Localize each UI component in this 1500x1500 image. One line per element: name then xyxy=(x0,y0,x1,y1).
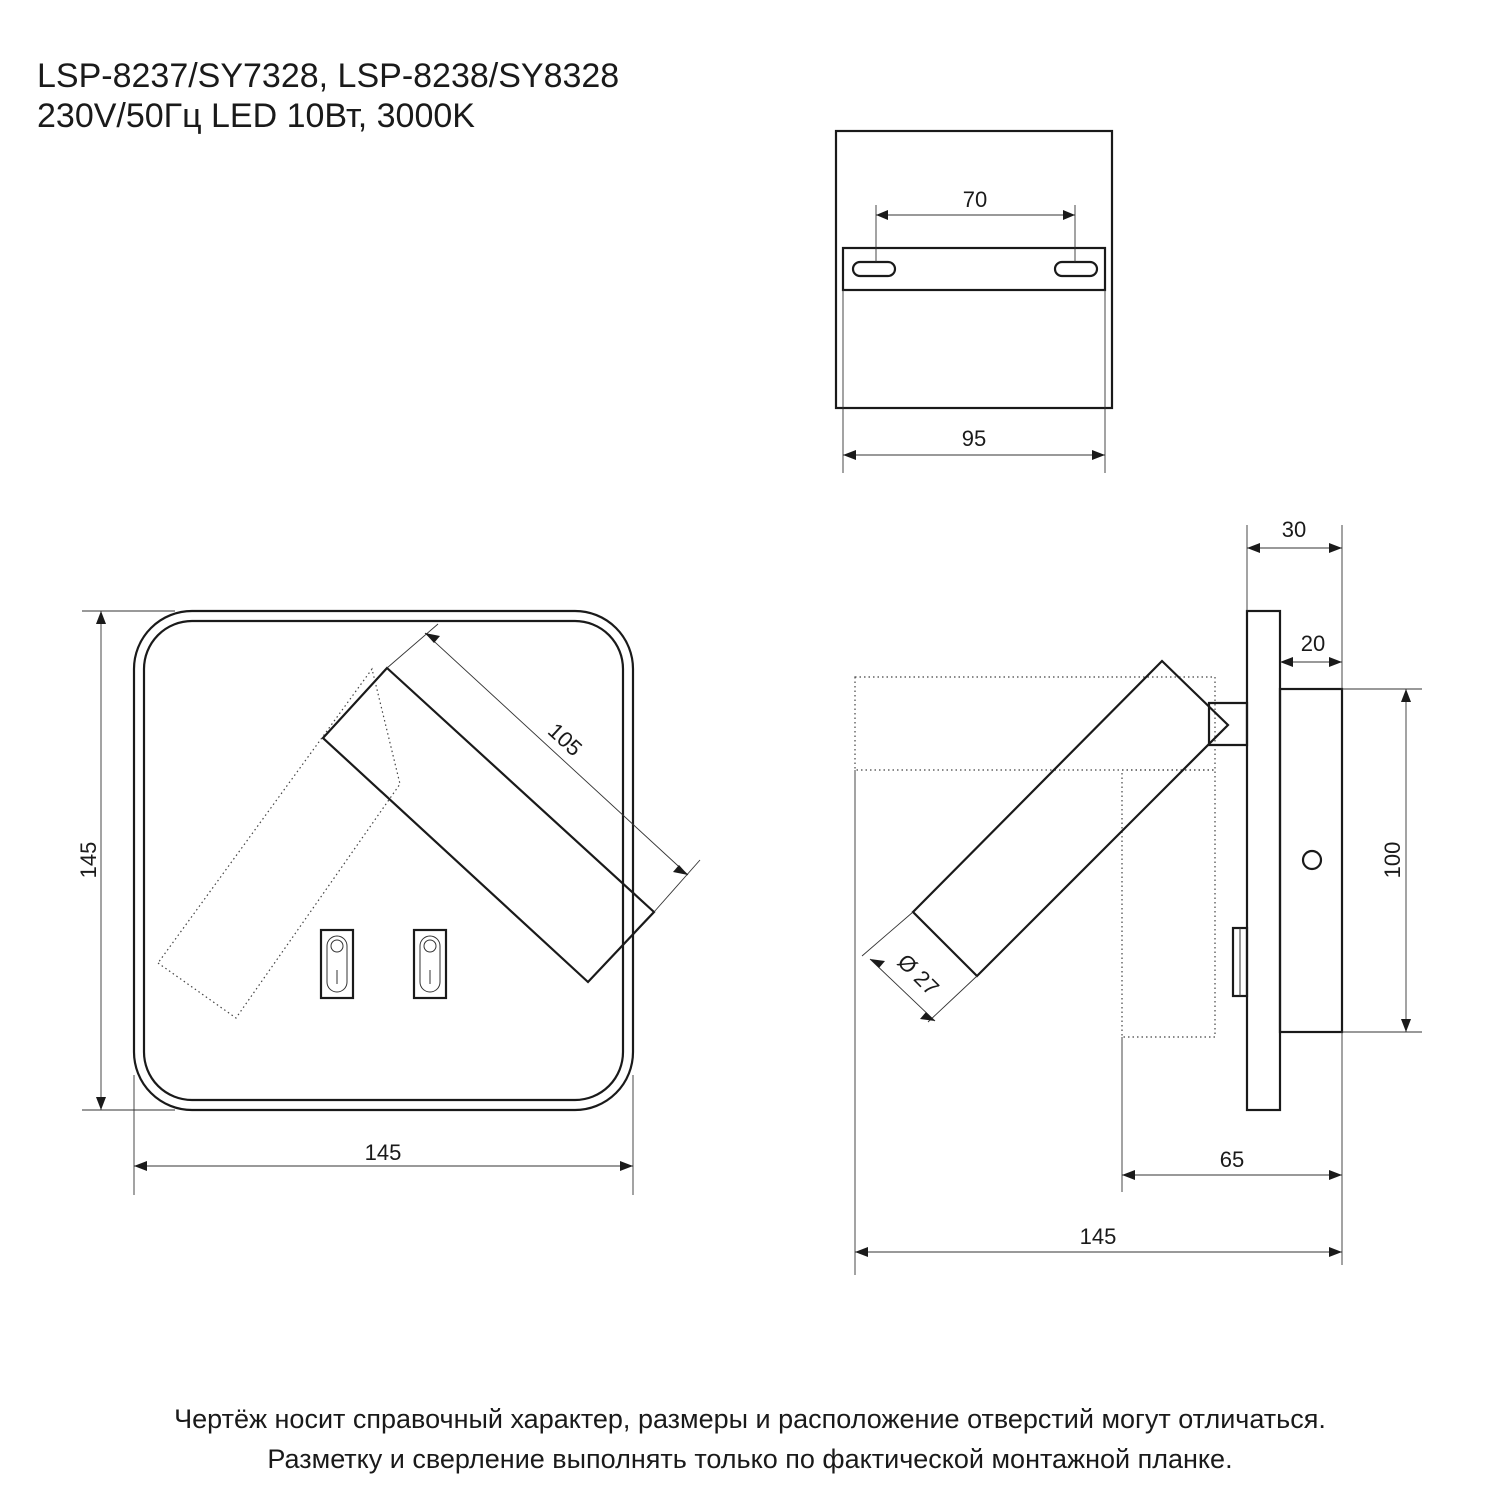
disclaimer-line-2: Разметку и сверление выполнять только по… xyxy=(267,1444,1233,1474)
rocker-switch xyxy=(1231,926,1249,998)
lamp-arm xyxy=(321,666,656,984)
dim-label-105: 105 xyxy=(543,718,587,761)
arm-alternate-vertical xyxy=(1121,769,1216,1038)
arm-alternate-horizontal xyxy=(854,676,1216,771)
lamp-head xyxy=(911,659,1230,978)
dim-label-65: 65 xyxy=(1220,1147,1244,1172)
dim-label-30: 30 xyxy=(1282,517,1306,542)
dim-label-20: 20 xyxy=(1301,631,1325,656)
dim-holes-70: 70 xyxy=(875,187,1076,262)
mounting-bracket xyxy=(841,246,1107,292)
dim-diameter-27: Ø 27 xyxy=(861,911,978,1023)
front-view: 105 145 xyxy=(76,609,701,1195)
wall-plate xyxy=(1245,609,1282,1112)
arm-joint xyxy=(1207,701,1249,747)
bracket-slot-right xyxy=(1053,260,1099,278)
disclaimer-line-1: Чертёж носит справочный характер, размер… xyxy=(174,1404,1326,1434)
disclaimer: Чертёж носит справочный характер, размер… xyxy=(0,1399,1500,1479)
dim-label-front-height: 145 xyxy=(76,842,101,879)
dim-height-145: 145 xyxy=(76,610,175,1111)
dim-label-front-width: 145 xyxy=(365,1140,402,1165)
dim-plate-30: 30 xyxy=(1246,517,1343,689)
bracket-slot-left xyxy=(851,260,897,278)
housing xyxy=(1278,687,1344,1034)
button-circle xyxy=(1301,849,1323,871)
top-view: 70 95 xyxy=(834,129,1114,473)
dim-arm-105: 105 xyxy=(386,623,701,913)
dim-housing-100: 100 xyxy=(1342,688,1422,1033)
dim-width-145: 145 xyxy=(133,1075,634,1195)
dim-width-95: 95 xyxy=(842,290,1106,473)
dim-label-100: 100 xyxy=(1380,842,1405,879)
side-view: 30 20 100 Ø 27 xyxy=(854,517,1422,1275)
dim-label-95: 95 xyxy=(962,426,986,451)
dim-housing-20: 20 xyxy=(1280,631,1342,667)
dim-total-145: 145 xyxy=(854,770,1342,1275)
model-title: LSP-8237/SY7328, LSP-8238/SY8328 xyxy=(37,57,620,95)
header: LSP-8237/SY7328, LSP-8238/SY8328 230V/50… xyxy=(37,56,619,136)
top-view-outline xyxy=(834,129,1114,410)
spec-line: 230V/50Гц LED 10Вт, 3000K xyxy=(37,97,475,135)
switch-left xyxy=(319,928,355,1000)
dim-label-diameter: Ø 27 xyxy=(893,949,944,1000)
front-plate-outer xyxy=(132,609,635,1112)
dim-label-side-total: 145 xyxy=(1080,1224,1117,1249)
switch-right xyxy=(412,928,448,1000)
arm-alternate-position xyxy=(157,667,401,1019)
front-plate-inner xyxy=(142,619,625,1102)
dim-offset-65: 65 xyxy=(1121,1032,1343,1265)
dim-label-70: 70 xyxy=(963,187,987,212)
